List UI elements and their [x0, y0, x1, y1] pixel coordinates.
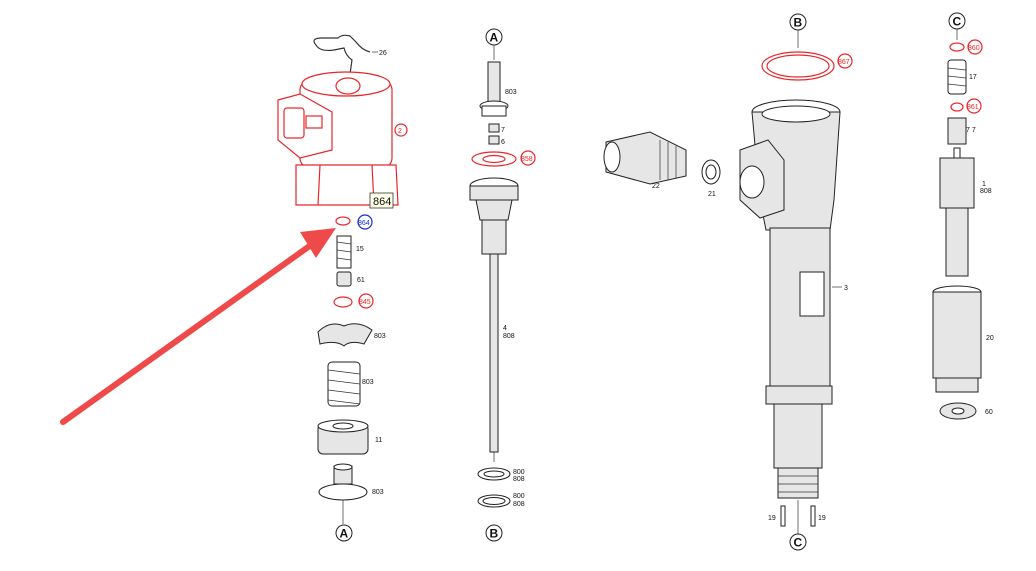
part-7 [488, 123, 500, 133]
label-867: 867 [838, 59, 850, 66]
part-864-ring [335, 216, 351, 226]
part-3-injector-body [739, 99, 841, 499]
label-864: 864 [358, 220, 370, 227]
label-20: 20 [986, 335, 994, 342]
label-60: 60 [985, 409, 993, 416]
part-26-clip [313, 34, 371, 75]
part-2-solenoid [277, 71, 399, 206]
part-19-pin-a [780, 505, 786, 527]
label-6: 6 [501, 139, 505, 146]
label-808-b: 808 [513, 501, 525, 508]
part-valve-body [469, 177, 519, 255]
label-861: 861 [967, 104, 979, 111]
part-11-nut [317, 419, 369, 455]
label-808-a: 808 [513, 476, 525, 483]
injector-body-group: B 867 22 21 [603, 13, 853, 551]
label-808-n: 808 [980, 188, 992, 195]
label-17: 17 [969, 74, 977, 81]
label-803-b: 803 [362, 379, 374, 386]
part-860-ring [949, 42, 965, 52]
control-valve-group: A 803 7 6 858 4 808 800 808 [469, 28, 536, 542]
label-15: 15 [356, 246, 364, 253]
label-21: 21 [708, 191, 716, 198]
label-858: 858 [521, 156, 533, 163]
callout-b-bottom: B [490, 527, 499, 541]
label-1: 1 [982, 181, 986, 188]
part-77 [947, 117, 967, 145]
part-845-ring [333, 296, 353, 308]
label-19-b: 19 [818, 515, 826, 522]
part-19-pin-b [810, 505, 816, 527]
label-26: 26 [379, 50, 387, 57]
callout-a-top: A [490, 31, 499, 45]
label-11: 11 [375, 437, 382, 444]
label-22: 22 [652, 183, 660, 190]
label-19-a: 19 [768, 515, 776, 522]
label-800-a: 800 [513, 469, 525, 476]
label-803-a: 803 [374, 333, 386, 340]
label-845: 845 [359, 299, 371, 306]
callout-c-bottom: C [794, 536, 803, 550]
callout-c-top: C [953, 15, 962, 29]
label-800-b: 800 [513, 493, 525, 500]
part-858-ring [471, 151, 517, 167]
label-77: 7 7 [966, 127, 976, 134]
label-803-rod: 803 [505, 89, 517, 96]
label-864-box: 864 [373, 196, 391, 208]
part-6 [488, 135, 500, 145]
label-3: 3 [844, 285, 848, 292]
part-17-spring [947, 59, 967, 95]
part-4-rod [489, 253, 499, 453]
pointer-arrow [60, 228, 336, 425]
part-867-oring [761, 51, 835, 81]
part-861-ring [950, 102, 964, 112]
nozzle-group: C 860 17 861 7 7 1 808 20 [932, 12, 994, 420]
label-2: 2 [398, 128, 402, 135]
part-1-nozzle [939, 147, 975, 277]
label-808-rod: 808 [503, 333, 515, 340]
part-803-spring [327, 361, 361, 407]
part-15-spring [336, 235, 352, 269]
callout-a-bottom: A [340, 527, 349, 541]
part-22-inlet [603, 131, 687, 185]
part-803-seat [318, 463, 368, 501]
part-61 [336, 271, 352, 287]
label-860: 860 [968, 45, 980, 52]
solenoid-valve-group: 26 2 864 864 15 [277, 34, 408, 542]
label-4: 4 [503, 325, 507, 332]
part-20-retaining-nut [932, 285, 982, 393]
part-803-armature [317, 323, 373, 347]
label-803-c: 803 [372, 489, 384, 496]
callout-b-top: B [794, 16, 803, 30]
label-7: 7 [501, 127, 505, 134]
part-803-stem [479, 61, 509, 117]
label-61: 61 [357, 277, 365, 284]
